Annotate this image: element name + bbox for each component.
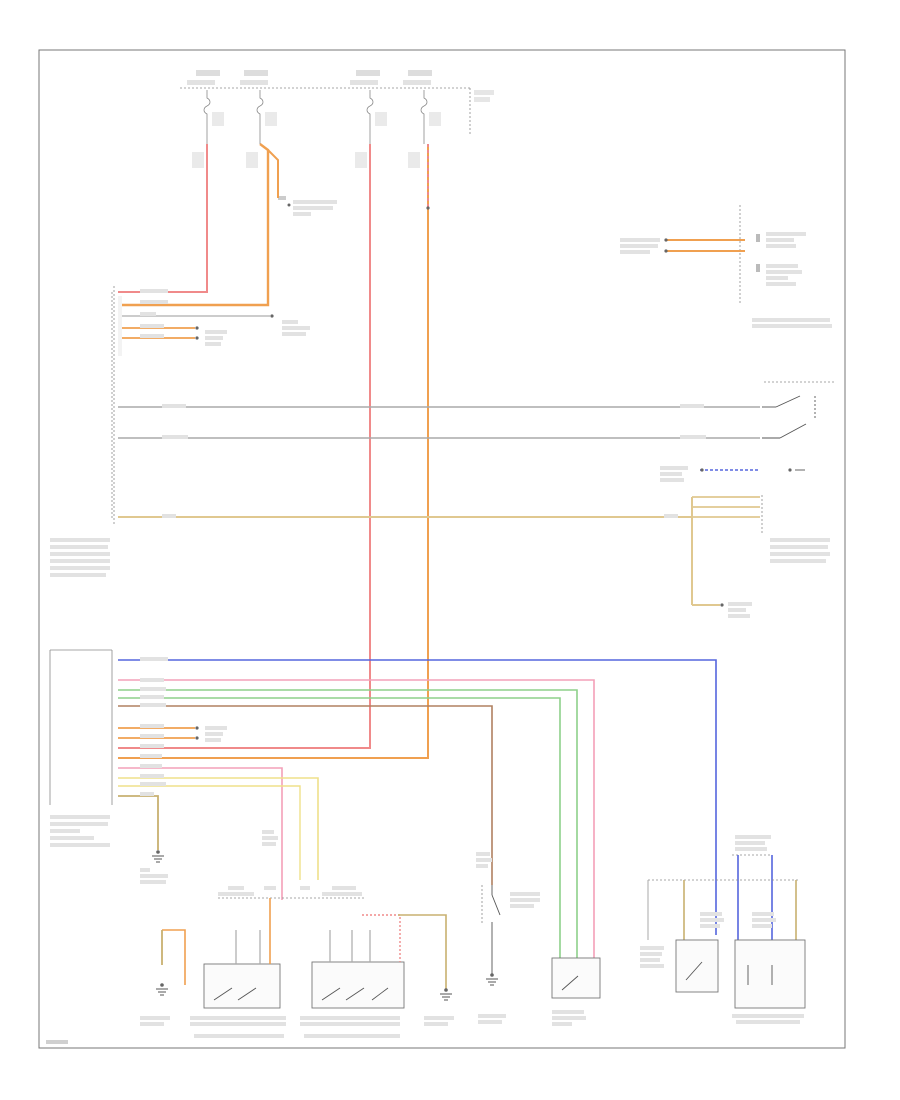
fuse-block (180, 70, 494, 168)
wire-orange-1 (118, 143, 270, 307)
wire-orange-2 (118, 144, 429, 759)
wire-brown (118, 705, 493, 885)
wire-blue (118, 659, 717, 935)
right-upper-connector (620, 205, 832, 328)
fuel-door-switch (551, 957, 601, 1026)
wire-green-2 (118, 697, 561, 958)
right-lower-connector (691, 495, 830, 618)
upper-left-module (50, 286, 310, 577)
lower-switch-1 (140, 898, 286, 1038)
splice-note-top (278, 196, 337, 216)
lower-left-module (49, 649, 113, 847)
wire-pink (118, 679, 595, 958)
right-multi-switch (660, 381, 835, 482)
right-lower-component (640, 835, 806, 1024)
wire-green-1 (118, 689, 578, 958)
lower-module-row-labels (140, 657, 168, 796)
page-mark (46, 1040, 68, 1044)
ground-left (140, 850, 168, 884)
bus-labels (218, 830, 365, 899)
diagram-frame (38, 49, 846, 1049)
lower-switch-2 (300, 914, 454, 1038)
middle-brake-switch (476, 852, 540, 1024)
wire-yellow-1 (118, 777, 319, 880)
wire-red-2 (118, 144, 371, 749)
